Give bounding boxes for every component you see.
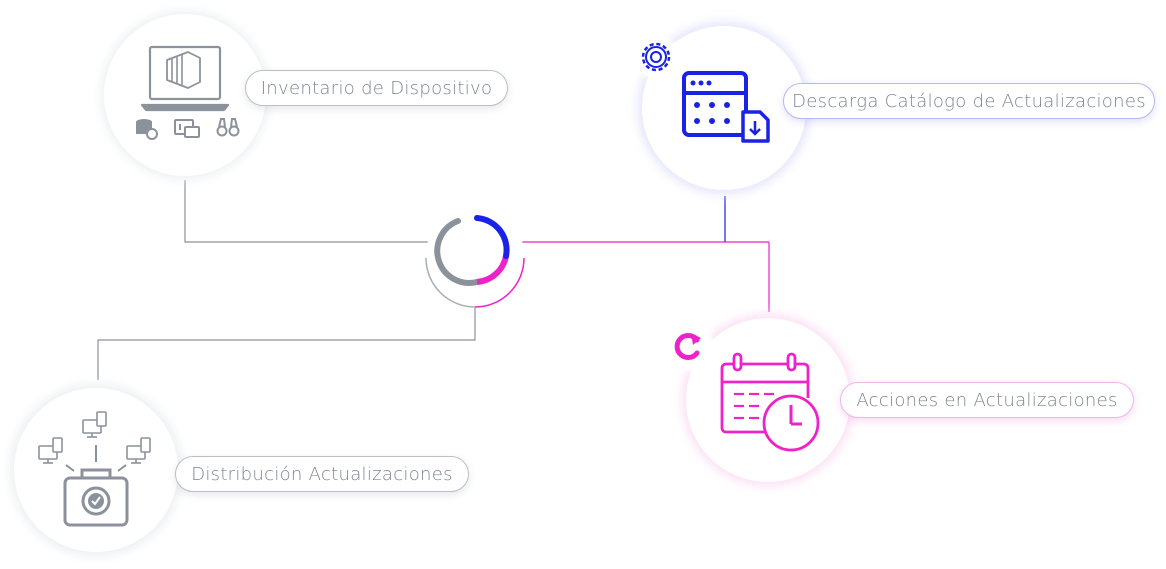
laptop-stack-icon — [140, 45, 230, 112]
center-hub — [425, 208, 525, 308]
update-actions-label: Acciones en Actualizaciones — [840, 382, 1134, 418]
inventory-connector — [184, 180, 430, 243]
distribution-connector — [97, 300, 476, 380]
hub-inner-blue-arc — [474, 215, 510, 259]
catalog-download-label: Descarga Catálogo de Actualizaciones — [783, 83, 1155, 119]
actions-node — [663, 314, 854, 486]
monitor-download-icon — [174, 119, 200, 138]
binoculars-icon — [216, 118, 240, 137]
database-sync-icon — [136, 119, 158, 140]
calendar-download-icon — [682, 71, 770, 143]
hub-outer-gray-arc — [425, 257, 476, 308]
calendar-clock-icon — [720, 352, 820, 452]
hub-inner-magenta-arc — [476, 255, 509, 285]
catalog-node — [634, 22, 810, 194]
connection-dashes — [65, 445, 127, 472]
toolbox-icon — [63, 468, 129, 527]
gear-icon — [634, 35, 678, 79]
computer-icon — [38, 411, 151, 464]
connectors — [97, 180, 770, 380]
update-distribution-label: Distribución Actualizaciones — [175, 456, 469, 492]
inventory-label: Inventario de Dispositivo — [245, 70, 508, 106]
hub-outer-magenta-arc — [474, 257, 525, 308]
refresh-icon — [663, 321, 713, 371]
distribution-node — [10, 384, 182, 556]
hub-inner-gray-arc — [434, 218, 480, 286]
inventory-node — [101, 11, 269, 179]
